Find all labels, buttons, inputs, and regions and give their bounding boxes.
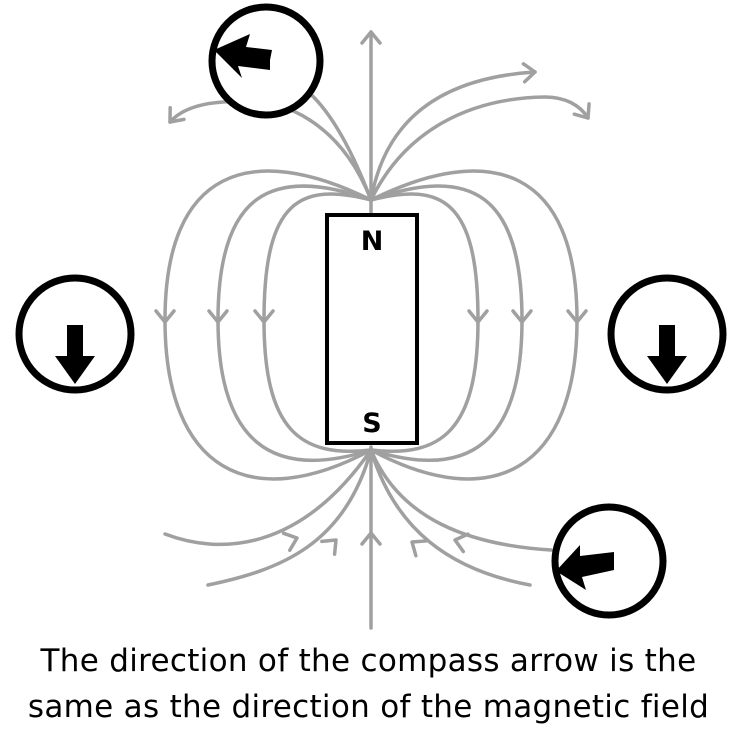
caption-line-1: The direction of the compass arrow is th… xyxy=(40,643,697,679)
arrowhead-open-bottom-left-1 xyxy=(281,527,302,552)
compass-top-left xyxy=(208,3,324,119)
arrowhead-open-bottom-left-2 xyxy=(320,531,345,556)
compass-right xyxy=(607,274,727,394)
north-pole-label: N xyxy=(361,226,384,257)
compass-bottom-right xyxy=(551,503,667,619)
bar-magnet: N S xyxy=(325,213,419,445)
compass-needle-arrow-icon xyxy=(647,325,687,384)
field-line-open-top-right-1 xyxy=(369,70,537,202)
field-line-open-bottom-right-1 xyxy=(369,448,553,552)
caption-line-2: same as the direction of the magnetic fi… xyxy=(27,689,710,725)
compass-needle-arrow-icon xyxy=(55,325,95,384)
magnet-body xyxy=(325,213,419,445)
field-line-open-bottom-left-2 xyxy=(206,448,373,587)
compass-left xyxy=(15,274,135,394)
compass-needle-arrow-icon xyxy=(556,545,614,590)
field-line-open-top-right-2 xyxy=(369,95,590,202)
south-pole-label: S xyxy=(362,408,381,439)
field-line-open-bottom-right-2 xyxy=(369,448,532,587)
field-line-open-top-left-inner xyxy=(304,88,373,202)
compass-needle-arrow-icon xyxy=(214,34,272,78)
field-line-open-bottom-left-1 xyxy=(163,448,373,547)
